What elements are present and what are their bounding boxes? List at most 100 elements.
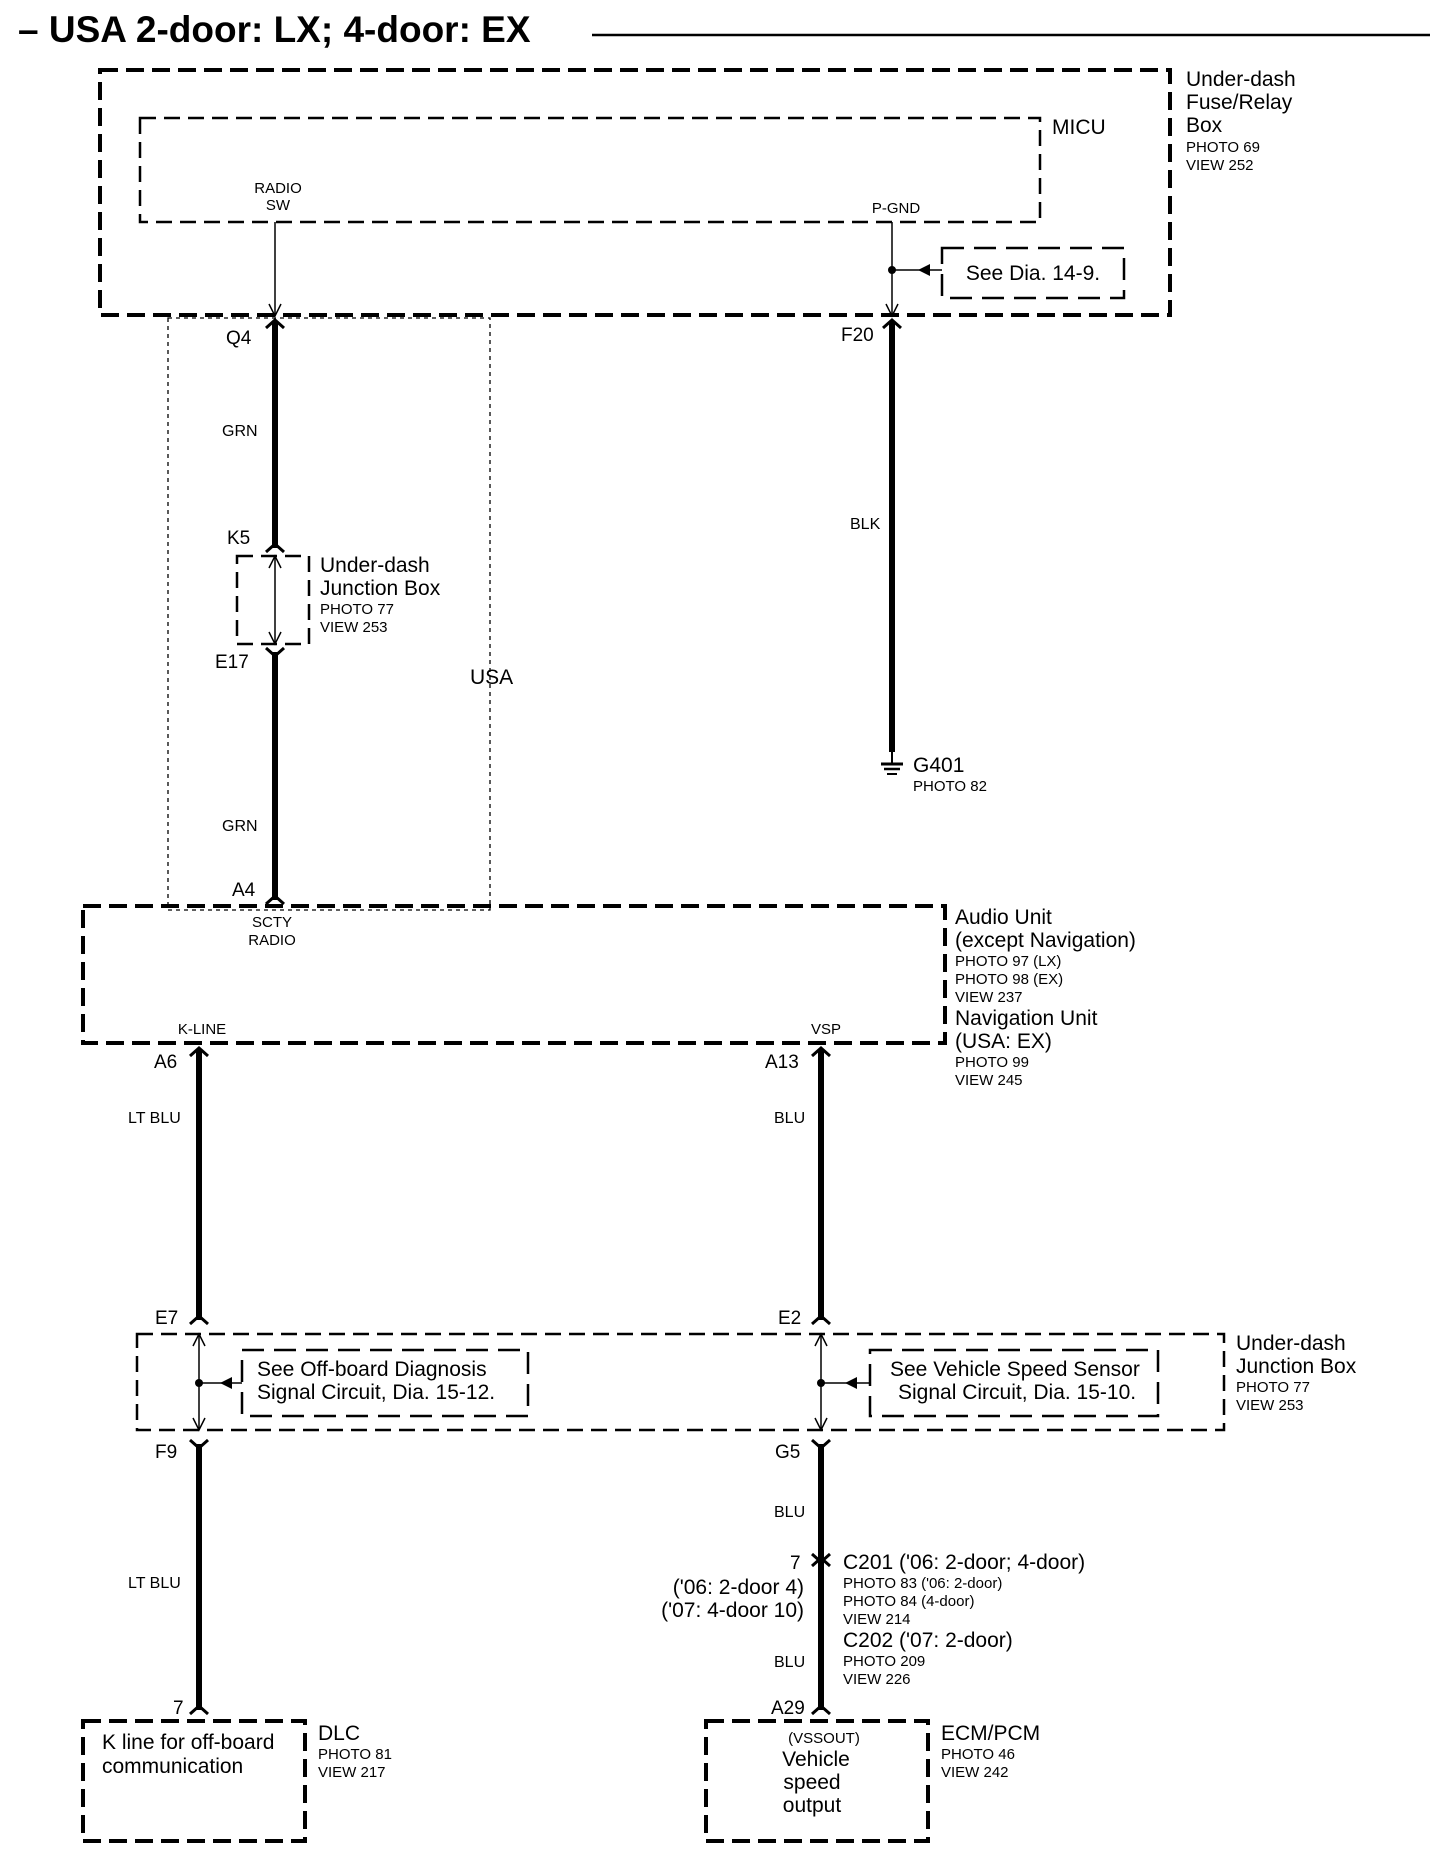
terminal-scty-radio-1: SCTY (252, 914, 292, 931)
junction-box-lower-view: VIEW 253 (1236, 1397, 1304, 1414)
fuse-relay-box-name-1: Under-dash (1186, 68, 1296, 91)
connector-icon (265, 893, 285, 906)
fuse-relay-box (98, 68, 1172, 317)
ref-arrow-icon (845, 1377, 857, 1389)
nav-unit-name-1: Navigation Unit (955, 1007, 1098, 1030)
connector-icon (189, 1703, 209, 1716)
wire-label-g5-c: BLU (774, 1504, 805, 1521)
wire-label-q4-k5: GRN (222, 423, 258, 440)
ecm-view: VIEW 242 (941, 1764, 1009, 1781)
dlc-photo: PHOTO 81 (318, 1746, 392, 1763)
ecm-photo: PHOTO 46 (941, 1746, 1015, 1763)
dlc-box (81, 1719, 307, 1843)
audio-unit-name-1: Audio Unit (955, 906, 1052, 929)
audio-unit-photo-ex: PHOTO 98 (EX) (955, 971, 1063, 988)
see-offboard-line-1: See Off-board Diagnosis (257, 1358, 487, 1381)
see-offboard-box (240, 1348, 530, 1418)
c201-photo-2: PHOTO 84 (4-door) (843, 1593, 974, 1610)
ground-icon (881, 752, 903, 775)
fuse-relay-box-photo: PHOTO 69 (1186, 139, 1260, 156)
micu-box (138, 116, 1042, 224)
wire-label-a13-e2: BLU (774, 1110, 805, 1127)
c201-label: C201 ('06: 2-door; 4-door) (843, 1551, 1085, 1574)
dlc-view: VIEW 217 (318, 1764, 386, 1781)
fuse-relay-box-name-3: Box (1186, 114, 1223, 137)
dlc-label: DLC (318, 1722, 360, 1745)
connector-icon (265, 317, 285, 330)
fuse-relay-box-name-2: Fuse/Relay (1186, 91, 1293, 114)
pin-a6: A6 (154, 1052, 177, 1073)
connector-icon (882, 317, 902, 330)
audio-unit-box (81, 904, 947, 1045)
ref-arrow-icon (220, 1377, 232, 1389)
audio-unit-name-2: (except Navigation) (955, 929, 1136, 952)
connector-icon (811, 1045, 831, 1058)
see-dia-14-9-box (940, 246, 1126, 300)
junction-box-lower-photo: PHOTO 77 (1236, 1379, 1310, 1396)
arrow-icon (192, 1417, 206, 1432)
dlc-inner-2: communication (102, 1755, 243, 1778)
pin-a29: A29 (771, 1698, 805, 1719)
nav-unit-name-2: (USA: EX) (955, 1030, 1052, 1053)
pin-e7: E7 (155, 1308, 178, 1329)
terminal-vsp: VSP (811, 1021, 841, 1038)
usa-label: USA (470, 666, 513, 689)
pin-e2: E2 (778, 1308, 801, 1329)
micu-label: MICU (1052, 116, 1106, 139)
wire-label-c-a29: BLU (774, 1654, 805, 1671)
c-pin-note-1: ('06: 2-door 4) (673, 1576, 804, 1599)
wire-label-f20-g401: BLK (850, 516, 881, 533)
nav-unit-photo: PHOTO 99 (955, 1054, 1029, 1071)
see-vss-line-1: See Vehicle Speed Sensor (890, 1358, 1140, 1381)
connector-icon (189, 1313, 209, 1326)
pin-a13: A13 (765, 1052, 799, 1073)
c202-view: VIEW 226 (843, 1671, 911, 1688)
c202-photo: PHOTO 209 (843, 1653, 925, 1670)
junction-box-lower (135, 1332, 1226, 1432)
usa-region (167, 317, 491, 911)
junction-box-upper-name-1: Under-dash (320, 554, 430, 577)
ecm-pcm-box (704, 1719, 930, 1843)
ground-g401-photo: PHOTO 82 (913, 778, 987, 795)
c201-view: VIEW 214 (843, 1611, 911, 1628)
inline-connector-icon (811, 1552, 831, 1568)
junction-box-lower-name-2: Junction Box (1236, 1355, 1357, 1378)
dlc-inner-1: K line for off-board (102, 1731, 274, 1754)
arrow-icon (192, 1332, 206, 1347)
diagram-title: – USA 2-door: LX; 4-door: EX (18, 9, 531, 50)
junction-box-upper-photo: PHOTO 77 (320, 601, 394, 618)
pin-f20: F20 (841, 325, 874, 346)
arrow-icon (268, 554, 282, 569)
arrow-icon (814, 1417, 828, 1432)
ecm-label: ECM/PCM (941, 1722, 1040, 1745)
terminal-radio-sw-1: RADIO (254, 180, 302, 197)
ecm-inner-3: speed (783, 1771, 840, 1794)
see-vss-line-2: Signal Circuit, Dia. 15-10. (898, 1381, 1136, 1404)
terminal-p-gnd: P-GND (872, 200, 921, 217)
arrow-icon (268, 303, 282, 318)
wire-label-e17-a4: GRN (222, 818, 258, 835)
c202-label: C202 ('07: 2-door) (843, 1629, 1013, 1652)
connector-icon (811, 1703, 831, 1716)
ground-g401-label: G401 (913, 754, 964, 777)
pin-g5: G5 (775, 1442, 800, 1463)
pin-c-7: 7 (790, 1553, 801, 1574)
arrow-icon (885, 303, 899, 318)
pin-f9: F9 (155, 1442, 177, 1463)
junction-box-upper (235, 554, 311, 646)
connector-icon (189, 1045, 209, 1058)
c-pin-note-2: ('07: 4-door 10) (661, 1599, 804, 1622)
c201-photo-1: PHOTO 83 ('06: 2-door) (843, 1575, 1002, 1592)
ecm-inner-4: output (783, 1794, 842, 1817)
pin-a4: A4 (232, 880, 256, 901)
nav-unit-view: VIEW 245 (955, 1072, 1023, 1089)
junction-box-upper-view: VIEW 253 (320, 619, 388, 636)
audio-unit-photo-lx: PHOTO 97 (LX) (955, 953, 1061, 970)
fuse-relay-box-view: VIEW 252 (1186, 157, 1254, 174)
arrow-icon (814, 1332, 828, 1347)
see-dia-14-9-text: See Dia. 14-9. (966, 262, 1100, 285)
ecm-inner-vssout: (VSSOUT) (788, 1730, 860, 1747)
connector-icon (265, 541, 285, 554)
audio-unit-view: VIEW 237 (955, 989, 1023, 1006)
